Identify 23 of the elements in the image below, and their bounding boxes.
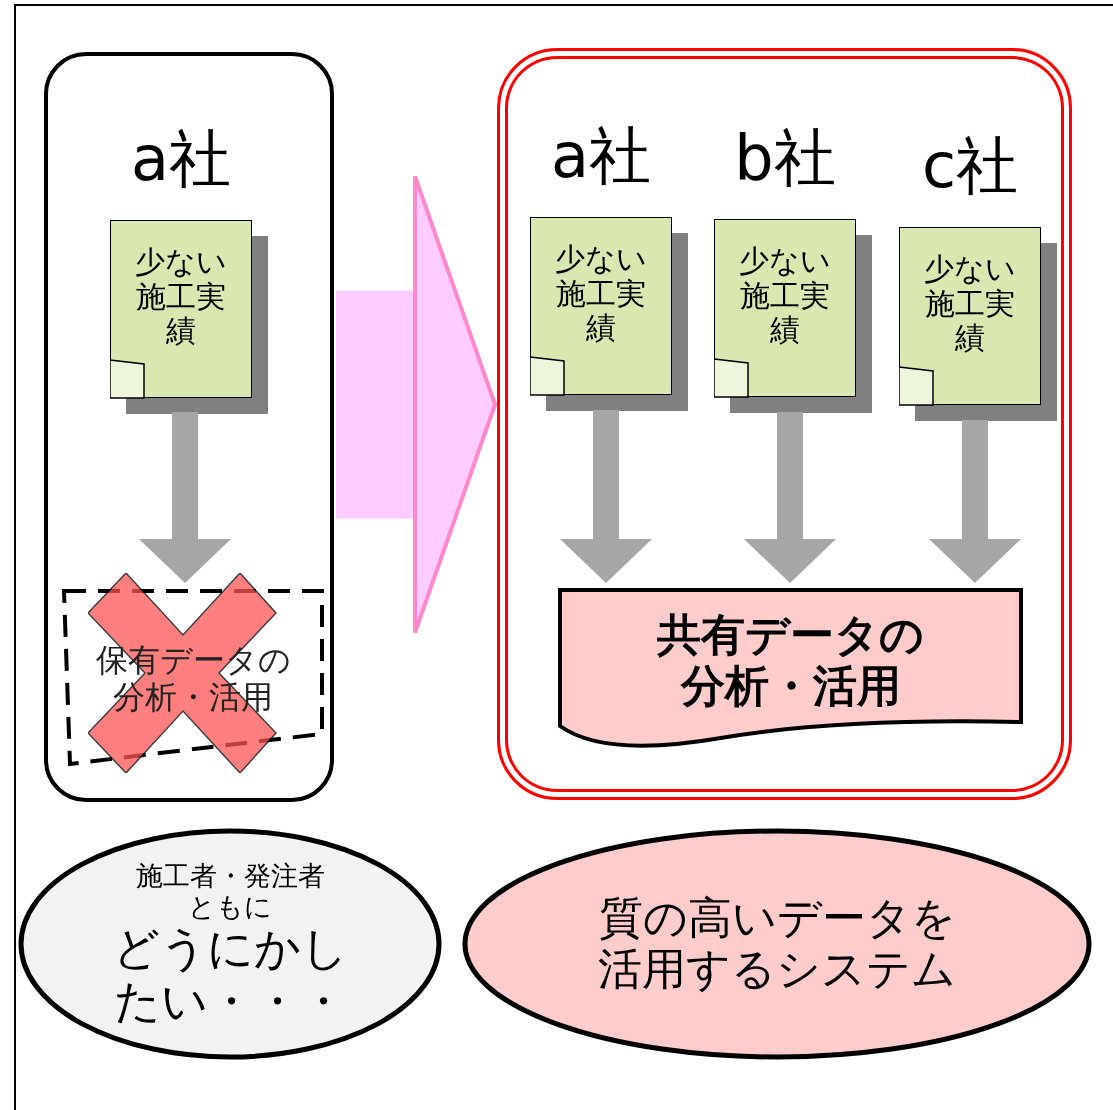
document-shape bbox=[558, 588, 1023, 748]
document-text: 少ない施工実績 bbox=[738, 244, 832, 348]
double-rounded-box bbox=[497, 48, 1072, 800]
company-heading: a社 bbox=[551, 125, 651, 187]
document-text: 少ない施工実績 bbox=[134, 245, 228, 349]
node-text: 施工者・発注者ともに bbox=[134, 860, 326, 923]
block-arrow bbox=[336, 174, 497, 635]
down-arrow bbox=[929, 420, 1021, 583]
document-text: 少ない施工実績 bbox=[554, 242, 648, 346]
company-heading: b社 bbox=[734, 127, 836, 189]
node-text: 質の高いデータを活用するシステム bbox=[597, 893, 957, 995]
down-arrow bbox=[139, 412, 231, 583]
document-text: 少ない施工実績 bbox=[923, 252, 1017, 356]
document-text: 共有データの分析・活用 bbox=[656, 610, 925, 712]
node-text: どうにかしたい・・・ bbox=[111, 922, 349, 1028]
ellipse bbox=[18, 828, 442, 1060]
company-heading: c社 bbox=[921, 135, 1019, 197]
down-arrow bbox=[560, 410, 652, 583]
company-heading: a社 bbox=[131, 128, 231, 190]
ellipse bbox=[462, 828, 1092, 1060]
down-arrow bbox=[744, 412, 836, 583]
dashed-box bbox=[62, 589, 324, 769]
rounded-box bbox=[44, 52, 334, 802]
